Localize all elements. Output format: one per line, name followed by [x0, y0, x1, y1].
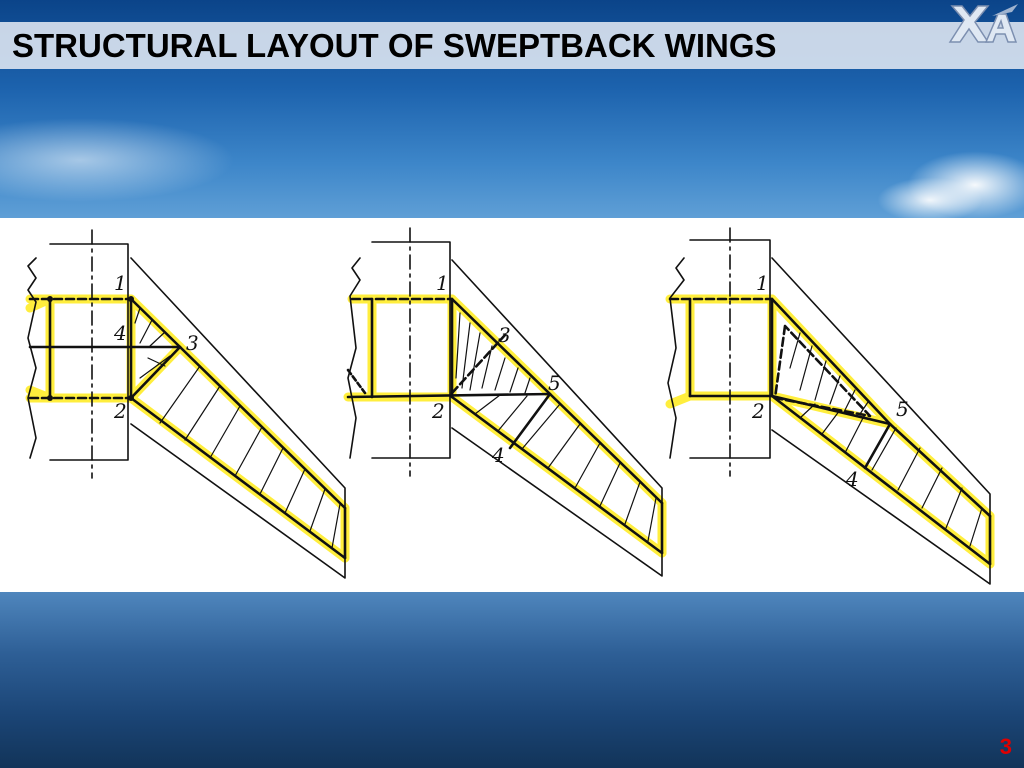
label-4: 4 — [491, 443, 505, 467]
label-2: 2 — [113, 399, 127, 423]
title-bar — [0, 22, 1024, 69]
diagram-1: 1 4 3 2 — [25, 229, 350, 579]
wing-layout-diagrams: 1 4 3 2 — [25, 227, 995, 585]
label-2: 2 — [431, 399, 445, 423]
xai-logo-icon — [948, 4, 1018, 43]
label-1: 1 — [756, 271, 769, 295]
label-5: 5 — [896, 397, 909, 421]
diagram-3: 1 5 2 4 — [665, 227, 995, 585]
slide-title: STRUCTURAL LAYOUT OF SWEPTBACK WINGS — [12, 27, 777, 64]
label-1: 1 — [114, 271, 127, 295]
label-1: 1 — [436, 271, 449, 295]
label-4: 4 — [845, 467, 859, 491]
diagram-2: 1 3 5 2 4 — [343, 227, 667, 577]
diagram-panel: 1 4 3 2 — [0, 218, 1024, 592]
page-number: 3 — [999, 734, 1012, 759]
sky-background-bottom — [0, 592, 1024, 768]
label-3: 3 — [186, 331, 199, 355]
label-5: 5 — [548, 371, 561, 395]
label-3: 3 — [498, 323, 511, 347]
label-2: 2 — [751, 399, 765, 423]
label-4: 4 — [113, 321, 127, 345]
